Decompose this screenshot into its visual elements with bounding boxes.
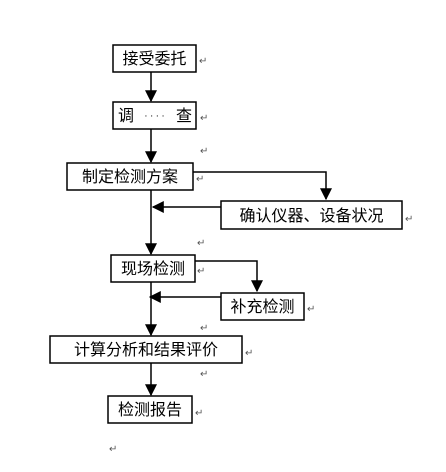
confirm-label: 确认仪器、设备状况 (239, 206, 383, 225)
paragraph-mark: ↵ (197, 238, 205, 249)
paragraph-mark: ↵ (245, 348, 253, 359)
survey-box (112, 101, 197, 130)
survey-dots: · · · · (144, 112, 164, 122)
paragraph-mark: ↵ (200, 323, 208, 334)
plan-box (66, 162, 194, 191)
paragraph-mark: ↵ (200, 113, 208, 124)
plan-label: 制定检测方案 (82, 167, 178, 186)
report-box (107, 395, 193, 424)
supplement-box (220, 292, 305, 321)
paragraph-mark: ↵ (195, 408, 203, 419)
arrow-field-to-supplement (195, 260, 263, 293)
supplement-label: 补充检测 (230, 297, 294, 316)
paragraph-mark: ↵ (109, 444, 117, 455)
accept-label: 接受委托 (122, 49, 186, 68)
calc-box (49, 335, 243, 364)
survey-label-left: 调 (118, 106, 134, 125)
arrow-plan-to-confirm (193, 171, 332, 201)
report-label: 检测报告 (118, 400, 182, 419)
paragraph-mark: ↵ (405, 214, 413, 225)
paragraph-mark: ↵ (196, 174, 204, 185)
survey-label-right: 查 (176, 106, 192, 125)
paragraph-mark: ↵ (197, 266, 205, 277)
paragraph-mark: ↵ (199, 56, 207, 67)
field-label: 现场检测 (121, 259, 185, 278)
paragraph-mark: ↵ (307, 304, 315, 315)
paragraph-mark: ↵ (200, 369, 208, 380)
paragraph-mark: ↵ (200, 146, 208, 157)
accept-box (112, 44, 197, 73)
calc-label: 计算分析和结果评价 (74, 340, 218, 359)
confirm-box (220, 200, 403, 230)
